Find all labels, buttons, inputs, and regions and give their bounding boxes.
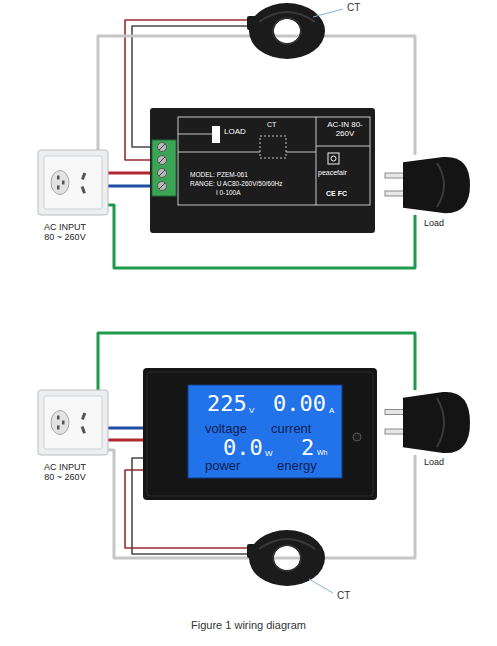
socket-slot (57, 186, 60, 190)
leader-line (313, 9, 343, 17)
brand-icon-dot (331, 156, 336, 161)
lcd-reading: 2 (301, 437, 314, 459)
wire (108, 172, 150, 175)
node-label: I 0-100A (216, 189, 241, 196)
node-label: CT (267, 121, 276, 129)
socket-left (51, 411, 69, 435)
meter-housing (143, 368, 377, 500)
schematic-line (178, 152, 260, 153)
ct-hole-rim (273, 545, 301, 571)
terminal-block (152, 140, 176, 196)
node-label: AC INPUT 80 ~ 260V (40, 222, 90, 243)
schematic-line (178, 134, 212, 135)
node-label: AC INPUT 80 ~ 260V (40, 462, 90, 483)
brand-icon (328, 153, 339, 164)
lcd-reading: 225 (207, 393, 247, 415)
screw-slot (159, 144, 165, 150)
node-label: voltage (205, 422, 247, 437)
terminal-screw (158, 182, 167, 191)
plug-body (403, 157, 470, 213)
plug-body (403, 392, 470, 453)
socket-slot (62, 181, 65, 185)
node-label: RANGE: U AC80-260V/50/60Hz (190, 180, 283, 187)
lcd-reading: 0.00 (273, 393, 326, 415)
socket-slot (57, 416, 60, 420)
ct-symbol (260, 136, 286, 158)
load-plug: Load (385, 155, 470, 215)
current-transformer-shape (247, 0, 327, 62)
label-divider (316, 117, 317, 205)
ct-hole-rim (273, 18, 301, 44)
socket-left (51, 171, 69, 195)
node-label: Load (424, 457, 444, 467)
wire (108, 439, 143, 442)
lcd-screen (188, 385, 342, 478)
wire (108, 185, 150, 188)
node-label: CT (347, 2, 360, 14)
socket-slot (81, 172, 86, 180)
wall-outlet: AC INPUT 80 ~ 260V (38, 150, 108, 215)
plug-grip (437, 163, 444, 207)
node-label: current (271, 422, 311, 437)
terminal-screw (158, 169, 167, 178)
outlet-face (44, 156, 102, 209)
node-label: A (329, 406, 334, 415)
ct-ring (249, 3, 325, 59)
socket-slot (57, 176, 60, 180)
meter-front: 225Vvoltage 0.00Acurrent 0.0Wpower 2Whenerg… (143, 368, 377, 500)
node-label: peacefair (318, 169, 347, 177)
socket-slot (81, 186, 86, 194)
ct-highlight (259, 539, 315, 549)
node-label: LOAD (224, 127, 246, 136)
current-transformer-shape (247, 527, 327, 589)
wall-outlet: AC INPUT 80 ~ 260V (38, 390, 108, 455)
schematic-line (286, 152, 316, 153)
socket-slot (62, 421, 65, 425)
meter-housing (150, 108, 375, 233)
node-label: AC-IN 80-260V (322, 120, 368, 138)
socket-slot (81, 412, 86, 420)
lcd-reading: 0.0 (223, 437, 263, 459)
screw-slot (159, 170, 165, 176)
leader-line (309, 579, 333, 593)
outlet-face (44, 396, 102, 449)
label-frame (178, 117, 370, 205)
figure-caption: Figure 1 wiring diagram (0, 619, 497, 631)
node-label: CE FC (326, 190, 347, 198)
current-transformer: CT (247, 0, 327, 62)
label-divider (316, 146, 370, 147)
socket-slot (81, 426, 86, 434)
meter-front-shape (143, 368, 377, 500)
ct-ring (249, 530, 325, 586)
node-label: Load (424, 218, 444, 228)
resistor-symbol (212, 126, 220, 143)
wall-outlet-shape (38, 390, 108, 455)
socket-slot (57, 426, 60, 430)
node-label: power (205, 459, 240, 474)
load-plug-shape (385, 155, 470, 215)
wire (108, 427, 143, 430)
screw-slot (159, 183, 165, 189)
meter-bezel (147, 372, 373, 496)
terminal-screw (158, 143, 167, 152)
node-label: energy (277, 459, 317, 474)
current-transformer: CT (247, 527, 327, 589)
screw-slot (159, 157, 165, 163)
outlet-plate (38, 390, 108, 455)
reset-button (353, 433, 361, 441)
terminal-screw (158, 156, 167, 165)
node-label: MODEL: PZEM-061 (190, 171, 248, 178)
plug-grip (437, 398, 444, 447)
load-plug: Load (385, 390, 470, 455)
meter-back: LOAD CT AC-IN 80-260V MODEL: PZEM-061RANGE:… (150, 108, 375, 233)
outlet-plate (38, 150, 108, 215)
wall-outlet-shape (38, 150, 108, 215)
node-label: V (249, 406, 254, 415)
node-label: W (265, 449, 273, 458)
ct-highlight (259, 12, 315, 22)
node-label: CT (337, 590, 350, 602)
node-label: Wh (317, 449, 328, 457)
load-plug-shape (385, 390, 470, 455)
